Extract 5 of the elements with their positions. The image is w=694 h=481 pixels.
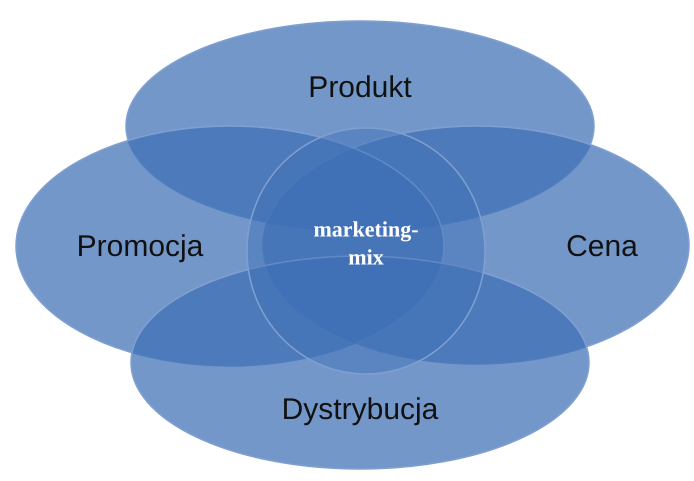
ellipse-label: Produkt [308, 71, 412, 105]
ellipse-label: Promocja [76, 230, 204, 264]
ellipse-label: Cena [566, 230, 638, 264]
center-label: marketing-mix [312, 216, 420, 270]
ellipse-label: Dystrybucja [282, 393, 438, 427]
